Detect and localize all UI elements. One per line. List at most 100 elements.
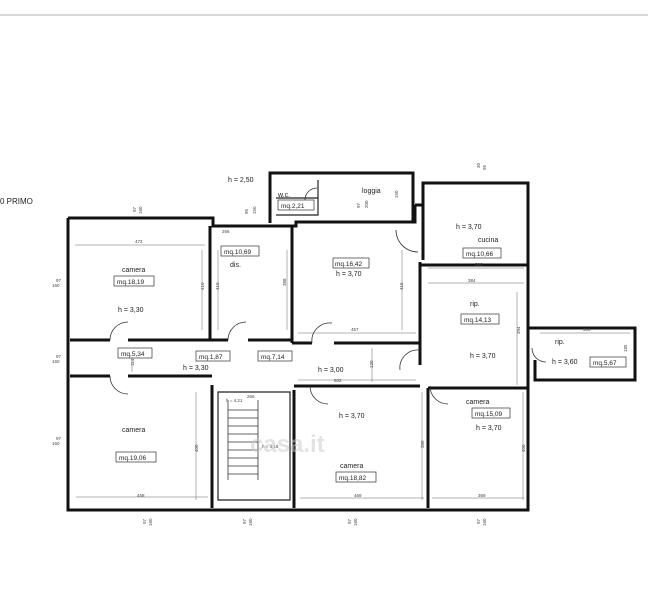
dim-97-w3: 97 xyxy=(56,436,62,441)
cucina-area: mq.10,66 xyxy=(466,251,493,258)
dim-97-w: 97 xyxy=(56,278,62,283)
dim-136: 150 xyxy=(394,190,399,198)
floor-title: 0 PRIMO xyxy=(0,197,33,206)
dim-160-w3: 160 xyxy=(52,441,60,446)
camera-se-area-box xyxy=(471,407,511,419)
dim-160-s3: 160 xyxy=(353,518,358,526)
dim-150-n2: 150 xyxy=(252,206,257,214)
center-room-height: h = 3,70 xyxy=(336,271,362,278)
dim-97-loggia: 97 xyxy=(356,202,361,208)
dimension-lines xyxy=(75,244,630,500)
dim-369: 369 xyxy=(478,493,486,498)
dim-160-s1: 160 xyxy=(148,518,153,526)
dim-160-w: 160 xyxy=(52,283,60,288)
dis-name: dis. xyxy=(230,262,241,269)
dim-97-s2: 97 xyxy=(242,518,247,524)
center-room-area-box xyxy=(332,257,370,269)
dim-97-s1: 97 xyxy=(142,518,147,524)
dim-97-n1: 97 xyxy=(132,206,137,212)
corridor-b-area-box xyxy=(257,350,293,362)
dim-30: 30 xyxy=(476,162,481,168)
dim-388b: 388 xyxy=(420,440,425,448)
wc-area-box xyxy=(277,199,315,211)
dim-95-n3: 95 xyxy=(482,164,487,170)
camera-nw-area-box xyxy=(113,275,155,287)
camera-se-height: h = 3,70 xyxy=(476,425,502,432)
dis-area: mq.10,69 xyxy=(224,249,251,256)
rip-area-box xyxy=(460,313,500,325)
dim-160-n1: 160 xyxy=(138,206,143,214)
dim-415: 415 xyxy=(399,282,404,290)
camera-sw-area: mq.19,06 xyxy=(119,455,146,462)
dim-97-s4: 97 xyxy=(476,518,481,524)
rip-small-area: mq.5,67 xyxy=(593,360,617,367)
corridor-a-area-box xyxy=(195,350,231,362)
center-room-area: mq.16,42 xyxy=(335,261,362,268)
loggia-name: loggia xyxy=(362,188,381,195)
dim-120: 120 xyxy=(369,360,374,368)
rip-small-name: rip. xyxy=(555,339,565,346)
rip-name: rip. xyxy=(470,301,480,308)
dim-384: 384 xyxy=(468,278,476,283)
walls xyxy=(66,171,637,512)
dim-97-s3: 97 xyxy=(347,518,352,524)
corridor-w-area: mq.5,34 xyxy=(121,351,145,358)
dim-388: 388 xyxy=(282,278,287,286)
camera-nw-name: camera xyxy=(122,267,145,274)
dim-410: 410 xyxy=(215,282,220,290)
cucina-area-box xyxy=(462,247,502,259)
corridor-w-area-box xyxy=(117,347,153,359)
dimension-numbers: 472 266 410 410 388 415 457 384 382 394 … xyxy=(52,162,628,526)
dim-394: 394 xyxy=(516,326,521,334)
dim-160-s2: 160 xyxy=(248,518,253,526)
camera-s-name: camera xyxy=(340,463,363,470)
dim-160-s4: 160 xyxy=(482,518,487,526)
camera-s-area-box xyxy=(335,471,377,483)
dim-469: 469 xyxy=(354,493,362,498)
stairs xyxy=(227,400,259,480)
dim-97-w2: 97 xyxy=(56,354,62,359)
camera-sw-name: camera xyxy=(122,427,145,434)
dim-472: 472 xyxy=(135,239,143,244)
dim-457: 457 xyxy=(351,327,359,332)
camera-se-area: mq.15,09 xyxy=(475,411,502,418)
dim-382: 382 xyxy=(475,262,483,267)
dim-95-n2: 95 xyxy=(244,208,249,214)
dim-300: 300 xyxy=(583,327,591,332)
dim-266: 266 xyxy=(222,229,230,234)
dim-458: 458 xyxy=(137,493,145,498)
stairs-height-1: h = 4,21 xyxy=(226,398,243,403)
camera-nw-height: h = 3,30 xyxy=(118,307,144,314)
loggia-height: h = 2,50 xyxy=(228,177,254,184)
stairs-height-2: h = 4,18 xyxy=(262,444,279,449)
rip-small-height: h = 3,60 xyxy=(552,359,578,366)
camera-s-height: h = 3,70 xyxy=(339,413,365,420)
dim-400b: 400 xyxy=(521,444,526,452)
corridor-a-area: mq.1,87 xyxy=(199,354,223,361)
camera-nw-area: mq.18,19 xyxy=(117,279,144,286)
dim-185: 185 xyxy=(623,344,628,352)
dim-114: 114 xyxy=(130,358,135,366)
dim-200: 200 xyxy=(364,200,369,208)
rip-small-area-box xyxy=(589,356,627,368)
dim-410b: 410 xyxy=(200,282,205,290)
rip-height: h = 3,70 xyxy=(470,353,496,360)
camera-s-area: mq.18,82 xyxy=(339,475,366,482)
corridor-mid-height: h = 3,00 xyxy=(318,367,344,374)
doors xyxy=(109,187,547,405)
dis-area-box xyxy=(220,245,260,257)
dim-400: 400 xyxy=(194,444,199,452)
dim-160-w2: 160 xyxy=(52,359,60,364)
corridor-b-area: mq.7,14 xyxy=(261,354,285,361)
dim-265: 266 xyxy=(247,394,255,399)
cucina-name: cucina xyxy=(478,237,498,244)
camera-se-name: camera xyxy=(466,399,489,406)
corridor-height: h = 3,30 xyxy=(183,365,209,372)
dim-602: 602 xyxy=(334,378,342,383)
rip-area: mq.14,13 xyxy=(464,317,491,324)
watermark: casa.it xyxy=(250,431,325,458)
camera-sw-area-box xyxy=(115,451,157,463)
wc-area: mq.2,21 xyxy=(281,203,305,210)
wc-name: w.c. xyxy=(277,192,290,199)
